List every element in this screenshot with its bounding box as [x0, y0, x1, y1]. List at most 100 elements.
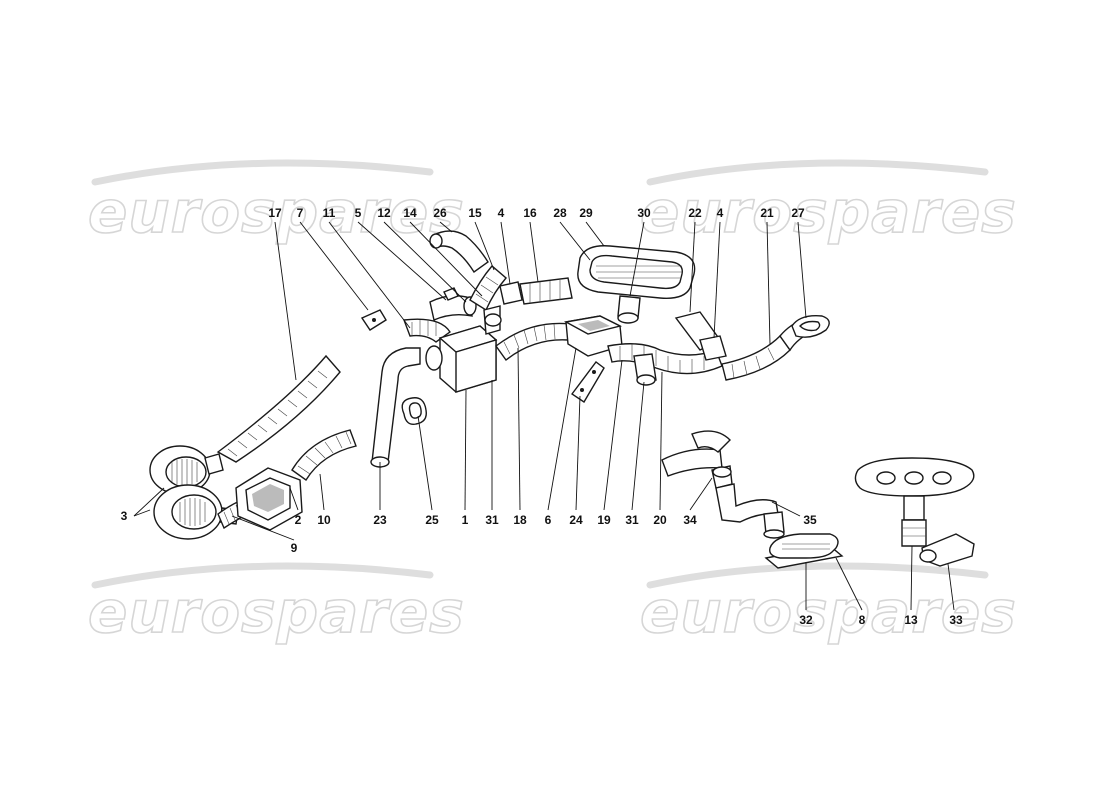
part-25-gasket — [401, 397, 427, 425]
leader-5 — [357, 221, 447, 301]
part-32-8-grille — [764, 533, 844, 569]
leader-lines — [133, 221, 955, 611]
leader-14 — [409, 221, 483, 297]
part-7-bracket — [360, 309, 387, 331]
callout-21: 21 — [760, 206, 774, 220]
callout-9: 9 — [291, 541, 298, 555]
part-18-hose — [495, 322, 571, 362]
part-1-heater — [425, 325, 498, 393]
callout-labels: 17 7 11 5 12 14 26 15 4 16 28 29 30 22 4… — [121, 206, 963, 627]
leader-29 — [585, 221, 605, 247]
part-17-hose — [216, 354, 341, 463]
callout-32: 32 — [799, 613, 813, 627]
callout-6: 6 — [545, 513, 552, 527]
leader-18 — [517, 347, 521, 511]
callout-24: 24 — [569, 513, 583, 527]
leader-27 — [797, 221, 807, 319]
leader-16 — [529, 221, 539, 283]
callout-13: 13 — [904, 613, 918, 627]
leader-35 — [771, 501, 801, 517]
callout-4: 4 — [717, 206, 724, 220]
leader-7 — [299, 221, 369, 311]
part-12-14-15-hoses — [469, 265, 507, 335]
leader-8 — [835, 557, 863, 611]
watermark-text: eurospares — [640, 578, 1017, 646]
callout-18: 18 — [513, 513, 527, 527]
leader-20 — [659, 371, 663, 511]
leader-30 — [629, 221, 645, 297]
callout-27: 27 — [791, 206, 805, 220]
leader-4b — [713, 221, 721, 339]
watermark-text: eurospares — [88, 578, 465, 646]
callout-2: 2 — [295, 513, 302, 527]
leader-3a — [133, 509, 151, 517]
part-13-33-vent — [854, 457, 975, 567]
watermark-bottom-right: eurospares — [639, 562, 1017, 647]
callout-20: 20 — [653, 513, 667, 527]
leader-19 — [603, 359, 623, 511]
callout-5: 5 — [355, 206, 362, 220]
callout-28: 28 — [553, 206, 567, 220]
part-28-29-vent — [577, 245, 696, 324]
callout-35: 35 — [803, 513, 817, 527]
leader-10 — [319, 473, 325, 511]
callout-23: 23 — [373, 513, 387, 527]
part-24-bracket — [570, 361, 605, 403]
leader-24 — [575, 395, 581, 511]
leader-4a — [500, 221, 511, 285]
watermark-top-right: eurospares — [639, 159, 1017, 247]
leader-2 — [289, 487, 299, 511]
callout-33: 33 — [949, 613, 963, 627]
leader-3b — [133, 487, 165, 517]
watermark-bottom-left: eurospares — [87, 562, 465, 647]
part-21-22-27-duct — [674, 311, 830, 381]
callout-7: 7 — [297, 206, 304, 220]
part-4-16-connector — [499, 277, 573, 305]
callout-3: 3 — [121, 509, 128, 523]
watermark-top-left: eurospares — [87, 159, 465, 247]
callout-17: 17 — [268, 206, 282, 220]
callout-11: 11 — [323, 206, 336, 220]
part-11-5-fitting — [429, 287, 477, 321]
leader-13 — [910, 545, 913, 611]
leader-28 — [559, 221, 591, 261]
callout-10: 10 — [317, 513, 331, 527]
callout-31: 31 — [485, 513, 499, 527]
part-23-pipe — [370, 318, 451, 468]
callout-8: 8 — [859, 613, 866, 627]
part-26-duct — [429, 230, 489, 274]
leader-1 — [464, 389, 467, 511]
callout-15: 15 — [468, 206, 482, 220]
callout-34: 34 — [683, 513, 697, 527]
watermark-text: eurospares — [88, 178, 465, 246]
callout-26: 26 — [433, 206, 447, 220]
callout-19: 19 — [597, 513, 611, 527]
leader-25 — [417, 415, 433, 511]
callout-22: 22 — [688, 206, 702, 220]
callout-25: 25 — [425, 513, 439, 527]
callout-16: 16 — [523, 206, 537, 220]
leader-26 — [439, 221, 453, 233]
callout-14: 14 — [403, 206, 417, 220]
callout-12: 12 — [377, 206, 391, 220]
part-34-35-pipe — [661, 430, 785, 539]
callout-31: 31 — [625, 513, 639, 527]
leader-12 — [383, 221, 467, 303]
callout-4: 4 — [498, 206, 505, 220]
callout-29: 29 — [579, 206, 593, 220]
callout-30: 30 — [637, 206, 651, 220]
leader-9 — [231, 515, 295, 541]
part-10-hose — [291, 429, 357, 482]
leader-6 — [547, 347, 577, 511]
leader-31b — [631, 381, 645, 511]
part-2-box — [235, 467, 303, 531]
callout-1: 1 — [462, 513, 469, 527]
leader-22 — [689, 221, 696, 313]
leader-34 — [689, 477, 713, 511]
leader-33 — [947, 563, 955, 611]
watermark-text: eurospares — [640, 178, 1017, 246]
leader-21 — [766, 221, 771, 345]
leader-15 — [474, 221, 495, 271]
leader-17 — [274, 221, 297, 381]
